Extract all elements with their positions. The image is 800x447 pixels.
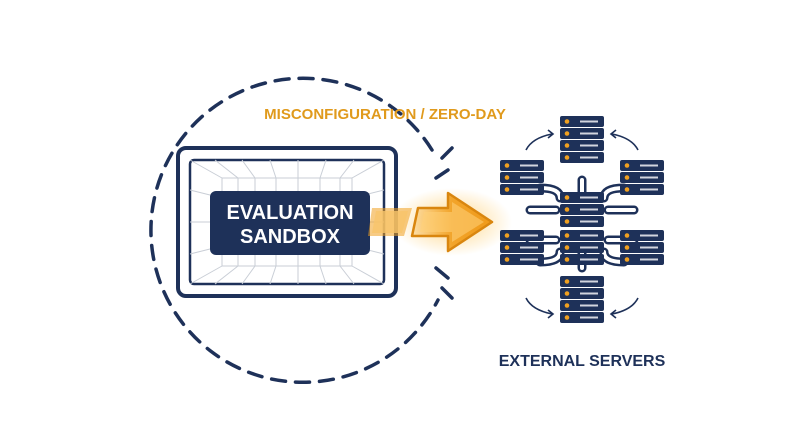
server-rack-icon	[560, 276, 604, 323]
server-rack-icon	[620, 230, 664, 265]
warning-label: MISCONFIGURATION / ZERO-DAY	[264, 106, 506, 123]
server-rack-icon	[620, 160, 664, 195]
bidirectional-arrow-icon	[609, 129, 639, 151]
sandbox-box: EVALUATION SANDBOX	[176, 146, 398, 298]
servers-label: EXTERNAL SERVERS	[499, 353, 666, 370]
sandbox-label-plate	[210, 191, 370, 255]
sandbox-label-line2: SANDBOX	[240, 226, 341, 248]
server-rack-icon	[500, 230, 544, 265]
server-rack-icon	[500, 160, 544, 195]
bidirectional-arrow-icon	[609, 297, 639, 319]
escape-arrow-icon	[368, 188, 512, 256]
server-rack-icon	[560, 230, 604, 265]
bidirectional-arrow-icon	[525, 297, 555, 319]
bidirectional-arrow-icon	[525, 129, 555, 151]
server-rack-icon	[560, 192, 604, 227]
server-cluster	[500, 116, 664, 323]
sandbox-label-line1: EVALUATION	[226, 202, 353, 224]
server-rack-icon	[560, 116, 604, 163]
dashed-boundary-circle	[149, 76, 454, 385]
